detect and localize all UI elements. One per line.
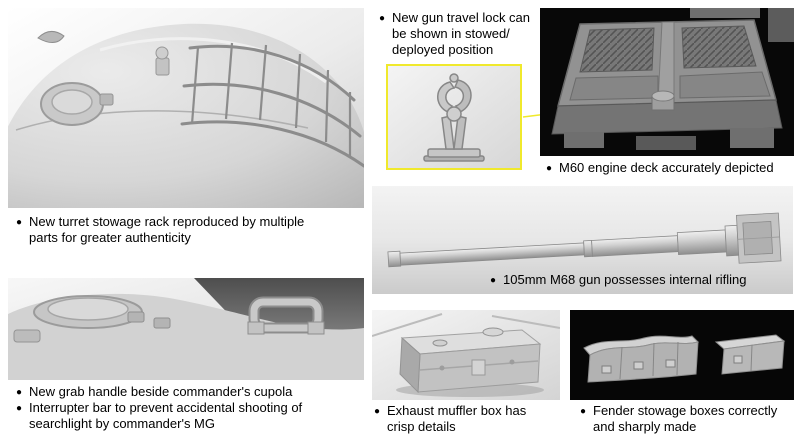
gun-caption-text: 105mm M68 gun possesses internal rifling: [503, 272, 747, 287]
engine-deck-3d-render: [540, 8, 794, 156]
bullet-icon: ●: [374, 406, 381, 417]
engine-deck-render-panel: [540, 8, 794, 156]
gun-render-panel: [372, 186, 793, 294]
interrupter-caption-text: Interrupter bar to prevent accidental sh…: [29, 400, 303, 431]
fender-render-panel: [570, 310, 794, 400]
interrupter-caption: ● Interrupter bar to prevent accidental …: [16, 400, 302, 432]
gun-caption: ● 105mm M68 gun possesses internal rifli…: [490, 272, 747, 289]
gun-3d-render: [372, 186, 793, 294]
turret-caption-text: New turret stowage rack reproduced by mu…: [29, 214, 305, 245]
travel-lock-caption-text: New gun travel lock can be shown in stow…: [392, 10, 531, 57]
engine-deck-caption-text: M60 engine deck accurately depicted: [559, 160, 774, 175]
cupola-render-panel: [8, 278, 364, 380]
fender-boxes-3d-render: [570, 310, 794, 400]
muffler-render-panel: [372, 310, 560, 400]
travel-lock-caption: ● New gun travel lock can be shown in st…: [379, 10, 530, 58]
bullet-icon: ●: [16, 217, 23, 228]
fender-caption: ● Fender stowage boxes correctly and sha…: [580, 403, 777, 435]
travel-lock-3d-render: [388, 66, 520, 168]
fender-caption-text: Fender stowage boxes correctly and sharp…: [593, 403, 778, 434]
bullet-icon: ●: [16, 403, 23, 414]
turret-render-panel: [8, 8, 364, 208]
bullet-icon: ●: [16, 387, 23, 398]
cupola-3d-render: [8, 278, 364, 380]
turret-caption: ● New turret stowage rack reproduced by …: [16, 214, 304, 246]
grab-handle-caption-text: New grab handle beside commander's cupol…: [29, 384, 293, 399]
muffler-3d-render: [372, 310, 560, 400]
grab-handle-caption: ● New grab handle beside commander's cup…: [16, 384, 292, 401]
turret-3d-render: [8, 8, 364, 208]
bullet-icon: ●: [490, 275, 497, 286]
muffler-caption-text: Exhaust muffler box has crisp details: [387, 403, 527, 434]
muffler-caption: ● Exhaust muffler box has crisp details: [374, 403, 526, 435]
engine-deck-caption: ● M60 engine deck accurately depicted: [546, 160, 774, 177]
bullet-icon: ●: [546, 163, 553, 174]
bullet-icon: ●: [580, 406, 587, 417]
travel-lock-inset-box: [386, 64, 522, 170]
bullet-icon: ●: [379, 13, 386, 24]
